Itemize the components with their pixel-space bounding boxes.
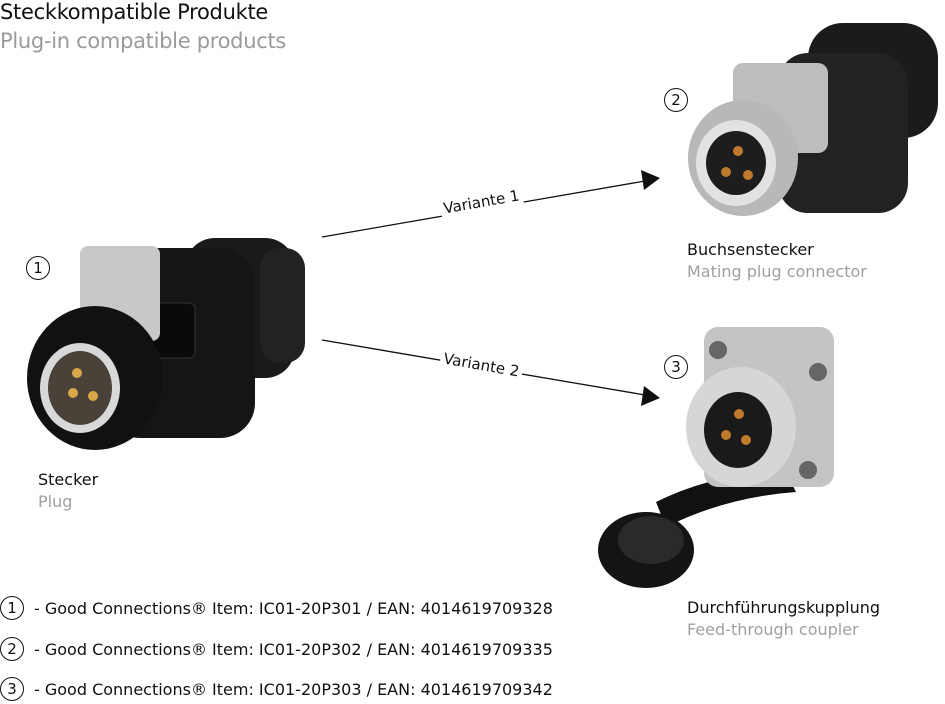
mating-plug-image — [688, 23, 938, 216]
product-1-sublabel: Plug — [38, 492, 73, 511]
product-1-label: Stecker — [38, 470, 99, 489]
product-2-number-badge: 2 — [664, 88, 688, 112]
item-list-entry-2: 2 - Good Connections® Item: IC01-20P302 … — [0, 637, 553, 661]
plug-image — [27, 238, 305, 450]
coupler-image — [598, 327, 834, 588]
product-1-number-badge: 1 — [26, 256, 50, 280]
item-list-entry-3: 3 - Good Connections® Item: IC01-20P303 … — [0, 677, 553, 701]
product-3-label: Durchführungskupplung — [687, 598, 880, 617]
item-1-text: - Good Connections® Item: IC01-20P301 / … — [34, 598, 553, 618]
product-2-label: Buchsenstecker — [687, 240, 814, 259]
item-1-number-badge: 1 — [0, 596, 24, 620]
item-2-number-badge: 2 — [0, 637, 24, 661]
page-subtitle: Plug-in compatible products — [0, 29, 287, 53]
product-3-number-badge: 3 — [664, 355, 688, 379]
item-3-text: - Good Connections® Item: IC01-20P303 / … — [34, 679, 553, 699]
product-2-sublabel: Mating plug connector — [687, 262, 867, 281]
page-title: Steckkompatible Produkte — [0, 0, 269, 24]
product-3-sublabel: Feed-through coupler — [687, 620, 859, 639]
item-3-number-badge: 3 — [0, 677, 24, 701]
item-list-entry-1: 1 - Good Connections® Item: IC01-20P301 … — [0, 596, 553, 620]
item-2-text: - Good Connections® Item: IC01-20P302 / … — [34, 639, 553, 659]
